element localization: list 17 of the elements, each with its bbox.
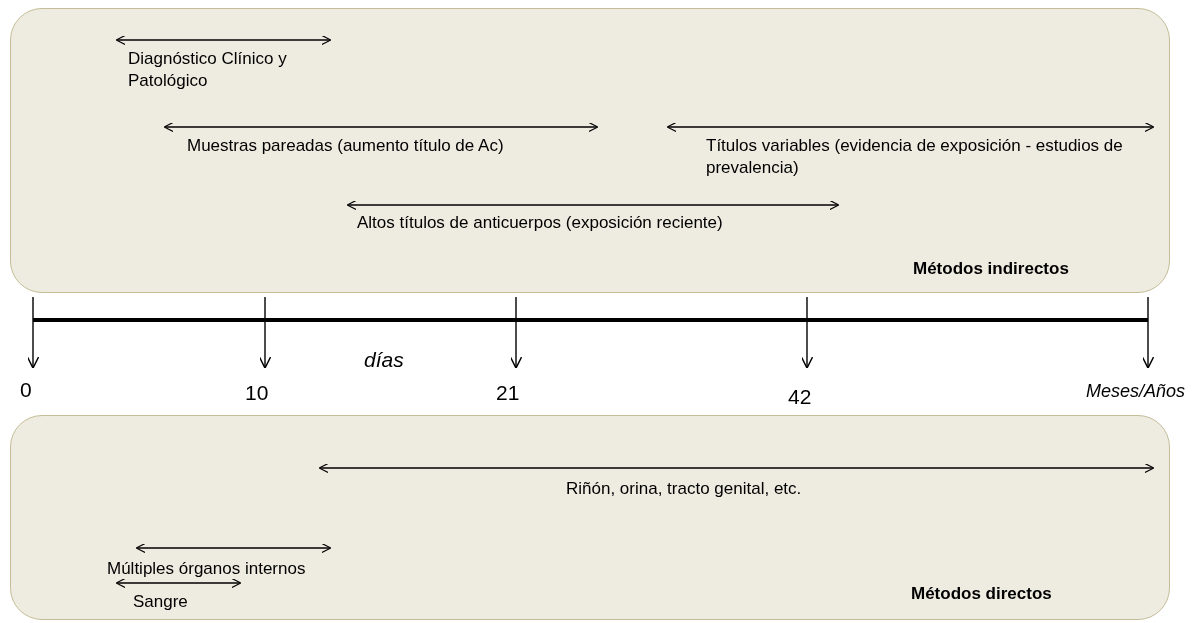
panel-background [10, 415, 1170, 620]
range-label: Muestras pareadas (aumento título de Ac) [187, 135, 504, 157]
tick-label: 0 [20, 377, 32, 402]
tick-label: 10 [245, 380, 269, 405]
range-label: Títulos variables (evidencia de exposición - estudios de prevalencia) [706, 135, 1124, 179]
range-label: Diagnóstico Clínico y Patológico [128, 48, 288, 92]
range-label: Riñón, orina, tracto genital, etc. [566, 478, 802, 500]
panel-heading: Métodos indirectos [913, 259, 1069, 279]
panel-heading: Métodos directos [911, 584, 1052, 604]
tick-label: 21 [496, 380, 520, 405]
panel-background [10, 8, 1170, 293]
range-label: Múltiples órganos internos [107, 558, 306, 580]
tick-label: 42 [788, 384, 812, 409]
axis-label: días [364, 347, 404, 372]
range-label: Altos títulos de anticuerpos (exposición reciente) [357, 212, 723, 234]
range-label: Sangre [133, 591, 188, 613]
tick-label: Meses/Años [1086, 380, 1186, 402]
